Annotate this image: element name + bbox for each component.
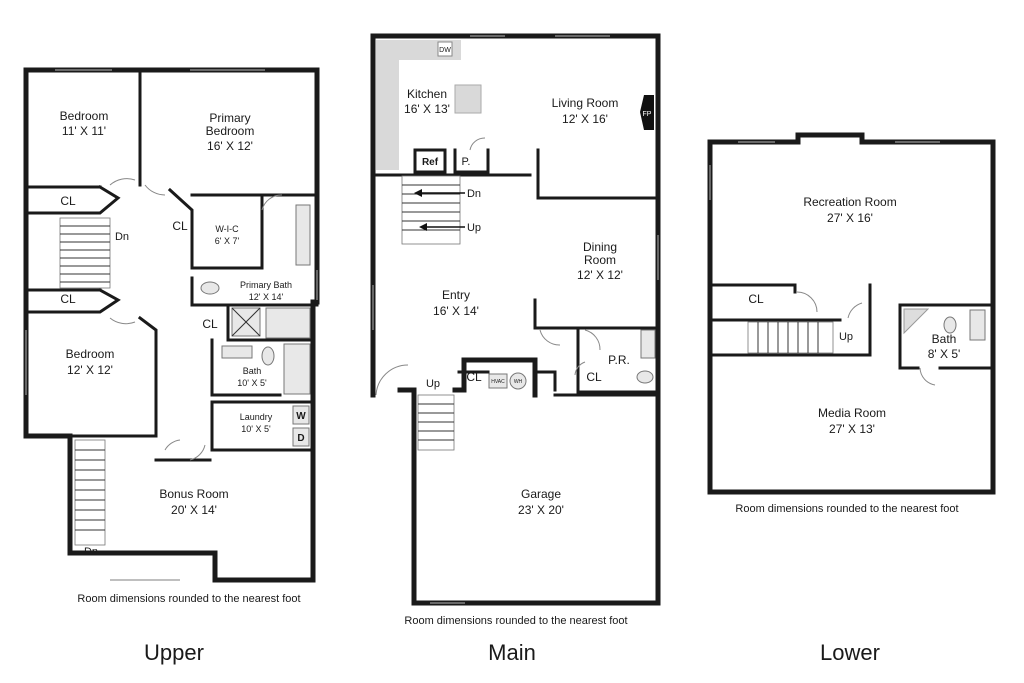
upper-floor-plan: Bedroom 11' X 11' Primary Bedroom 16' X … [23, 67, 320, 665]
main-entry-name: Entry [442, 288, 470, 302]
lower-closet-label: CL [748, 292, 764, 306]
main-kitchen-dims: 16' X 13' [404, 102, 450, 116]
lower-floor-label: Lower [820, 640, 880, 665]
refrigerator-label: Ref [422, 157, 439, 168]
main-dining-dims: 12' X 12' [577, 268, 623, 282]
main-living-name: Living Room [552, 96, 619, 110]
upper-closet-label: CL [202, 317, 218, 331]
lower-floor-plan: Recreation Room 27' X 16' Media Room 27'… [707, 132, 996, 665]
dryer-label: D [297, 433, 304, 444]
upper-wic-dims: 6' X 7' [215, 236, 240, 246]
upper-bath-name: Bath [243, 366, 262, 376]
upper-wic-name: W-I-C [215, 224, 239, 234]
upper-bonus-dims: 20' X 14' [171, 503, 217, 517]
upper-footnote: Room dimensions rounded to the nearest f… [77, 593, 300, 605]
upper-closet-label: CL [60, 292, 76, 306]
main-closet-label: CL [466, 370, 482, 384]
upper-bedroom2-name: Bedroom [66, 347, 115, 361]
main-kitchen-name: Kitchen [407, 87, 447, 101]
upper-bonus-name: Bonus Room [159, 487, 228, 501]
powder-room-label: P.R. [608, 353, 630, 367]
main-garage-dims: 23' X 20' [518, 503, 564, 517]
lower-bath-dims: 8' X 5' [928, 347, 961, 361]
main-footnote: Room dimensions rounded to the nearest f… [404, 615, 627, 627]
lower-footnote: Room dimensions rounded to the nearest f… [735, 503, 958, 515]
upper-primary-bath-dims: 12' X 14' [249, 292, 284, 302]
upper-primary-bedroom-name1: Primary [209, 111, 250, 125]
main-living-dims: 12' X 16' [562, 112, 608, 126]
main-floor-plan: DW FP [370, 33, 661, 665]
main-dining-name1: Dining [583, 240, 617, 254]
dishwasher-label: DW [439, 47, 451, 54]
upper-primary-bath-name: Primary Bath [240, 280, 292, 290]
upper-bedroom1-name: Bedroom [60, 109, 109, 123]
lower-stairs-up-label: Up [839, 331, 853, 343]
upper-floor-label: Upper [144, 640, 204, 665]
lower-rec-name: Recreation Room [803, 195, 896, 209]
main-dining-name2: Room [584, 253, 616, 267]
upper-closet-label: CL [172, 219, 188, 233]
upper-stairs-down-label: Dn [115, 231, 129, 243]
main-entry-dims: 16' X 14' [433, 304, 479, 318]
fireplace-label: FP [643, 111, 652, 118]
main-garage-name: Garage [521, 487, 561, 501]
upper-bath-dims: 10' X 5' [237, 378, 267, 388]
main-closet-label: CL [586, 370, 602, 384]
upper-primary-bedroom-name2: Bedroom [206, 124, 255, 138]
water-heater-label: WH [514, 379, 523, 385]
upper-laundry-dims: 10' X 5' [241, 424, 271, 434]
lower-media-dims: 27' X 13' [829, 422, 875, 436]
upper-bedroom1-dims: 11' X 11' [62, 124, 106, 138]
lower-rec-dims: 27' X 16' [827, 211, 873, 225]
main-floor-label: Main [488, 640, 536, 665]
upper-laundry-name: Laundry [240, 412, 273, 422]
upper-stairs-down-label: Dn [84, 546, 98, 558]
upper-closet-label: CL [60, 194, 76, 208]
main-stairs-down-label: Dn [467, 188, 481, 200]
lower-media-name: Media Room [818, 406, 886, 420]
hvac-label: HVAC [491, 379, 505, 385]
upper-primary-bedroom-dims: 16' X 12' [207, 139, 253, 153]
washer-label: W [296, 411, 306, 422]
main-stairs-up-label: Up [426, 378, 440, 390]
lower-bath-name: Bath [932, 332, 957, 346]
pantry-label: P. [462, 156, 471, 168]
upper-bedroom2-dims: 12' X 12' [67, 363, 113, 377]
main-stairs-up-label: Up [467, 222, 481, 234]
